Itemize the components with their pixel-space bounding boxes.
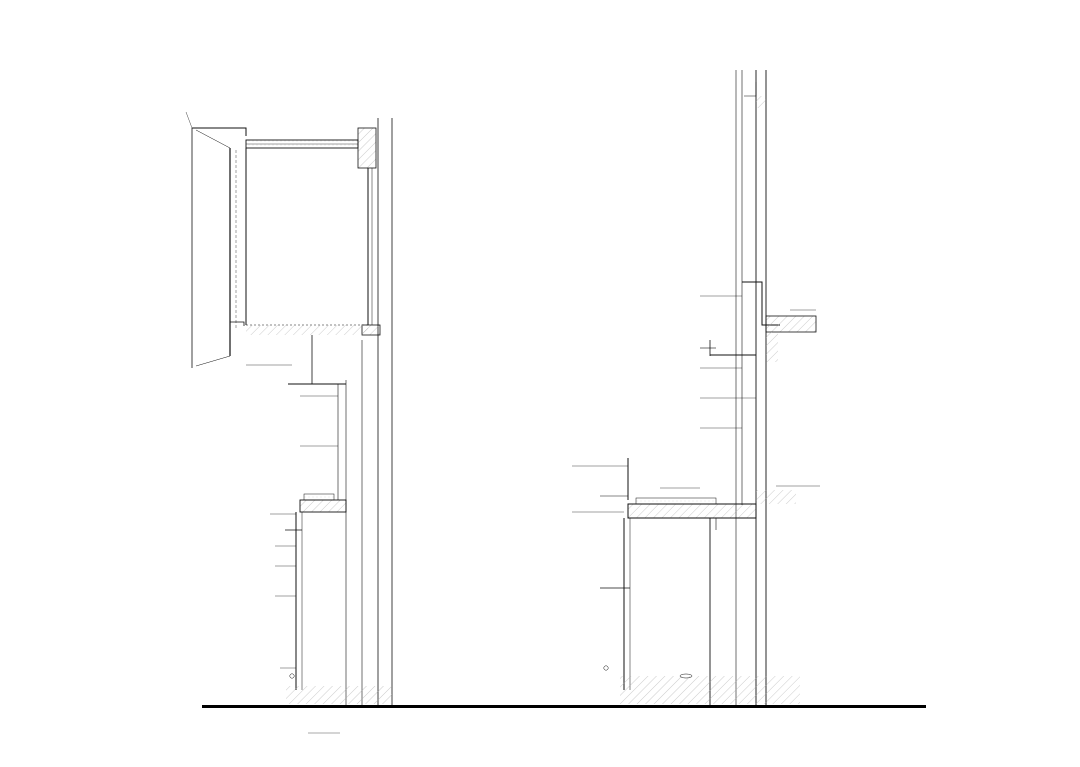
canopy-outline — [192, 127, 247, 136]
section-a — [185, 111, 393, 705]
ground-line — [202, 705, 926, 708]
middle-slab — [299, 499, 347, 513]
section-b — [572, 70, 820, 705]
ground-hatch — [286, 686, 392, 704]
main-slab — [627, 503, 757, 519]
upper-ledge — [765, 315, 817, 333]
parapet — [357, 127, 377, 169]
